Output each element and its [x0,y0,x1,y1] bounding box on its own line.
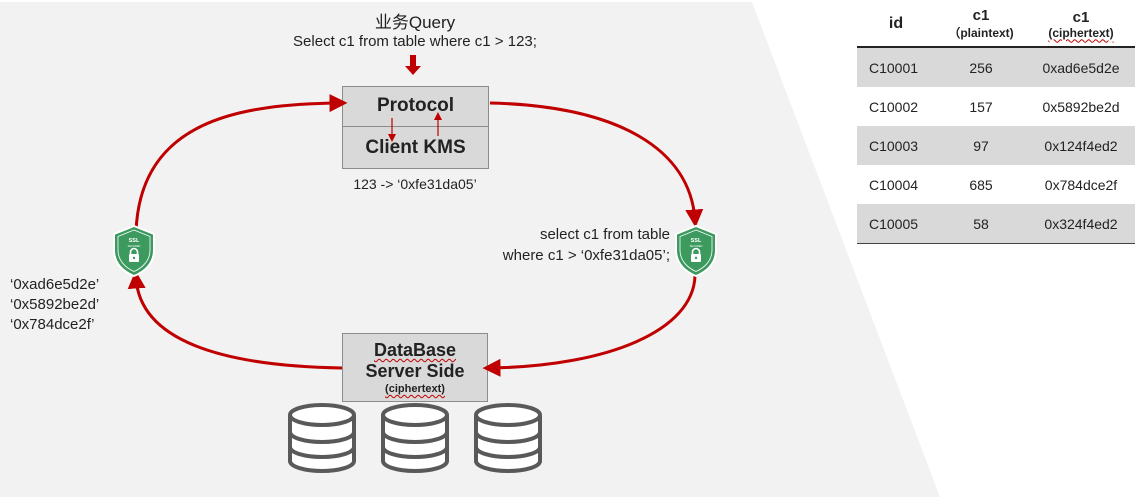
table-row: C10001 256 0xad6e5d2e [857,47,1135,87]
rewritten-query: select c1 from table where c1 > ‘0xfe31d… [460,224,670,266]
returned-ciphertext-item: ‘0xad6e5d2e’ [10,276,100,293]
server-side-label: Server Side [365,361,465,381]
client-kms-box: Client KMS [342,126,489,169]
returned-ciphertext-item: ‘0x5892be2d’ [10,296,100,313]
cell-id: C10004 [869,176,919,193]
table-row: C10002 157 0x5892be2d [857,87,1135,126]
mapping-label: 123 -> ‘0xfe31da05’ [353,176,477,192]
table-row: C10003 97 0x124f4ed2 [857,126,1135,165]
table-header-row: id c1 （plaintext) c1 (ciphertext) [857,2,1135,47]
cell-ciphertext: 0xad6e5d2e [1027,47,1135,87]
cell-plaintext: 97 [935,126,1027,165]
column-header-c1-plaintext: c1 （plaintext) [948,7,1014,40]
database-box: DataBase Server Side (ciphertext) [342,333,488,402]
ciphertext-label: (ciphertext) [385,383,445,395]
cell-ciphertext: 0x784dce2f [1044,176,1118,193]
column-header-id: id [888,15,904,32]
rewritten-query-line1: select c1 from table [539,226,670,243]
cell-plaintext: 256 [935,47,1027,87]
query-sql: Select c1 from table where c1 > 123; [293,33,537,50]
returned-ciphertext-item: ‘0x784dce2f’ [10,316,95,333]
table-row: C10005 58 0x324f4ed2 [857,204,1135,244]
cell-plaintext: 157 [969,98,993,115]
protocol-label: Protocol [376,95,455,116]
client-kms-label: Client KMS [365,137,466,158]
cell-id: C10005 [857,204,935,244]
cell-id: C10001 [857,47,935,87]
data-table: id c1 （plaintext) c1 (ciphertext) C10001… [857,2,1135,244]
returned-ciphertext-list: ‘0xad6e5d2e’ ‘0x5892be2d’ ‘0x784dce2f’ [10,275,99,335]
cell-ciphertext: 0x5892be2d [1042,98,1120,115]
cell-plaintext: 685 [969,176,993,193]
query-title: 业务Query [374,13,456,32]
cell-id: C10002 [869,98,919,115]
cell-plaintext: 58 [935,204,1027,244]
cell-ciphertext: 0x324f4ed2 [1027,204,1135,244]
cell-ciphertext: 0x124f4ed2 [1027,126,1135,165]
cell-id: C10003 [857,126,935,165]
protocol-box: Protocol [342,86,489,127]
column-header-c1-ciphertext: c1 (ciphertext) [1048,8,1114,40]
rewritten-query-line2: where c1 > ‘0xfe31da05’; [502,247,670,264]
table-row: C10004 685 0x784dce2f [857,165,1135,204]
database-label: DataBase [373,340,457,360]
